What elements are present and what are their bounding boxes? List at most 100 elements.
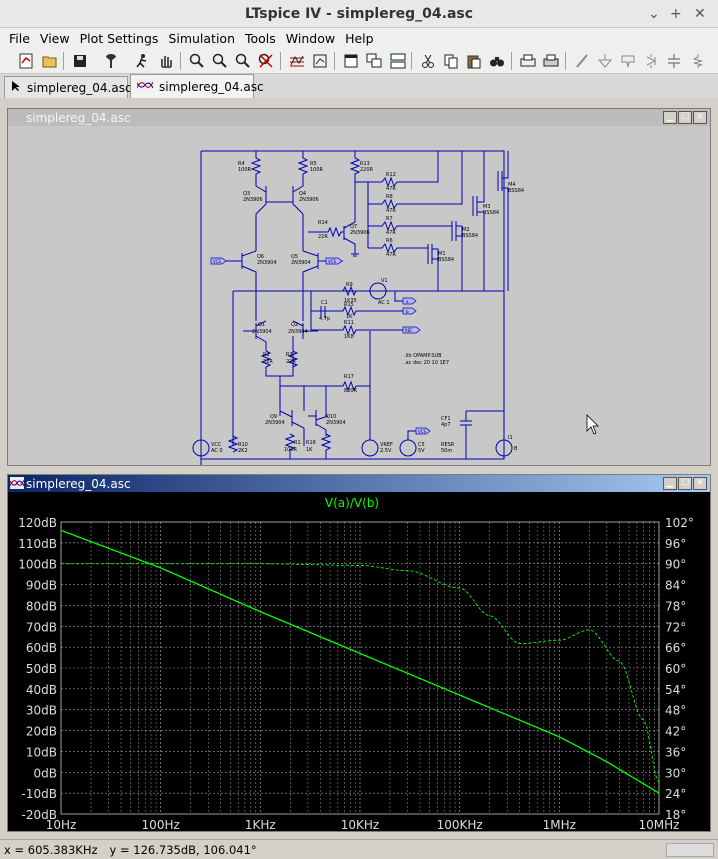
copy-icon[interactable] [441, 51, 461, 71]
menu-view[interactable]: View [39, 30, 70, 46]
zoom-in-icon[interactable] [187, 51, 207, 71]
label-q4: Q4 [299, 191, 306, 197]
cascade-icon[interactable] [364, 51, 384, 71]
label-q9: Q9 [270, 414, 277, 420]
schematic-window[interactable]: simplereg_04.asc ▁☐✕ [7, 108, 711, 466]
magnitude-trace [60, 529, 660, 794]
resistor-icon[interactable] [688, 51, 708, 71]
label-q7-value: 2N3906 [350, 230, 370, 236]
label-q5: Q5 [291, 254, 298, 260]
y-right-tick-label: 72° [665, 620, 686, 634]
print-icon[interactable] [541, 51, 561, 71]
label-r3-value: 22R [286, 359, 296, 365]
restore-icon[interactable]: ☐ [678, 111, 692, 124]
label-q6: Q6 [257, 254, 264, 260]
y-right-tick-label: 24° [665, 787, 686, 801]
close-icon[interactable]: ✕ [693, 477, 707, 490]
x-tick-label: 1KHz [245, 818, 276, 831]
zoom-cancel-icon[interactable] [256, 51, 276, 71]
open-icon[interactable] [40, 51, 60, 71]
status-y-readout: y = 126.735dB, 106.041° [109, 842, 257, 857]
label-vcc-value: AC 0 [211, 448, 223, 454]
tile-icon[interactable] [388, 51, 408, 71]
menu-help[interactable]: Help [345, 30, 374, 46]
close-icon[interactable]: ✕ [694, 6, 706, 22]
net-label-vcs-bottom: VCS [418, 429, 427, 434]
y-left-tick-label: -20dB [22, 808, 57, 822]
minimize-icon[interactable]: ▁ [663, 477, 677, 490]
plot-pane-icon[interactable] [310, 51, 330, 71]
y-right-tick-label: 66° [665, 641, 686, 655]
label-r9: R9 [346, 282, 353, 288]
capacitor-icon[interactable] [664, 51, 684, 71]
label-m2: M2 [462, 227, 470, 233]
tab-label: simplereg_04.asc [159, 79, 264, 94]
x-tick-label: 1MHz [543, 818, 576, 831]
label-r10-value: 2K2 [238, 448, 248, 454]
x-tick-label: 100Hz [142, 818, 180, 831]
plot-title: V(a)/V(b) [325, 496, 379, 510]
control-panel-icon[interactable] [101, 51, 121, 71]
label-r18-value: 1K [306, 447, 313, 453]
print-setup-icon[interactable] [518, 51, 538, 71]
label-q6-value: 2N3904 [257, 260, 277, 266]
y-right-tick-label: 102° [665, 516, 694, 530]
menu-tools[interactable]: Tools [245, 30, 276, 46]
label-r13: R13 [360, 161, 370, 167]
y-right-tick-label: 96° [665, 537, 686, 551]
resize-grip[interactable] [666, 843, 714, 857]
document-tabs: simplereg_04.asc simplereg_04.asc [0, 74, 718, 98]
y-right-tick-label: 36° [665, 745, 686, 759]
maximize-icon[interactable]: + [670, 6, 682, 22]
zoom-fit-icon[interactable] [233, 51, 253, 71]
label-r7-value: 47R [386, 230, 396, 236]
autorange-icon[interactable] [287, 51, 307, 71]
label-icon[interactable] [618, 51, 638, 71]
mouse-cursor-icon [586, 414, 599, 435]
menu-plot-settings[interactable]: Plot Settings [79, 30, 159, 46]
wire-icon[interactable] [572, 51, 592, 71]
halt-icon[interactable] [156, 51, 176, 71]
minimize-icon[interactable]: ⌄ [648, 6, 660, 22]
y-left-tick-label: 120dB [18, 516, 57, 530]
y-left-tick-label: 110dB [18, 537, 57, 551]
tab-schematic[interactable]: simplereg_04.asc [4, 76, 132, 98]
new-schematic-icon[interactable] [16, 51, 36, 71]
find-icon[interactable] [487, 51, 507, 71]
y-left-tick-label: 80dB [26, 599, 57, 613]
spice-directive-ac: .ac dec 20 10 1E7 [404, 360, 449, 366]
label-c5-value: 5V [418, 448, 425, 454]
tab-waveform[interactable]: simplereg_04.asc [130, 74, 264, 98]
zoom-out-icon[interactable] [210, 51, 230, 71]
net-label-vcs-left: VCS [213, 259, 222, 264]
run-icon[interactable] [132, 51, 152, 71]
plot-frame [60, 521, 660, 815]
label-vcc: VCC [211, 442, 222, 448]
menu-window[interactable]: Window [285, 30, 336, 46]
menu-simulation[interactable]: Simulation [168, 30, 235, 46]
save-icon[interactable] [70, 51, 90, 71]
paste-icon[interactable] [464, 51, 484, 71]
label-m1-value: BSS84 [438, 257, 454, 263]
restore-icon[interactable]: ☐ [678, 477, 692, 490]
y-right-tick-label: 78° [665, 599, 686, 613]
close-icon[interactable]: ✕ [693, 111, 707, 124]
label-r5: R5 [310, 161, 317, 167]
label-r13-value: 220R [360, 167, 374, 173]
net-label-ref: REF [405, 328, 413, 333]
schematic-canvas[interactable]: R4 100R R5 100R R13 220R R12 47R R8 47R … [8, 126, 710, 465]
label-m4: M4 [508, 182, 516, 188]
label-c1: C1 [321, 300, 328, 306]
schematic-pane-icon[interactable] [341, 51, 361, 71]
diode-icon[interactable] [641, 51, 661, 71]
menu-file[interactable]: File [9, 30, 30, 46]
ground-icon[interactable] [595, 51, 615, 71]
label-q2: Q2 [291, 322, 298, 328]
cut-icon[interactable] [418, 51, 438, 71]
label-q7: Q7 [350, 224, 357, 230]
label-r7: R7 [386, 216, 393, 222]
minimize-icon[interactable]: ▁ [663, 111, 677, 124]
y-right-tick-label: 60° [665, 662, 686, 676]
